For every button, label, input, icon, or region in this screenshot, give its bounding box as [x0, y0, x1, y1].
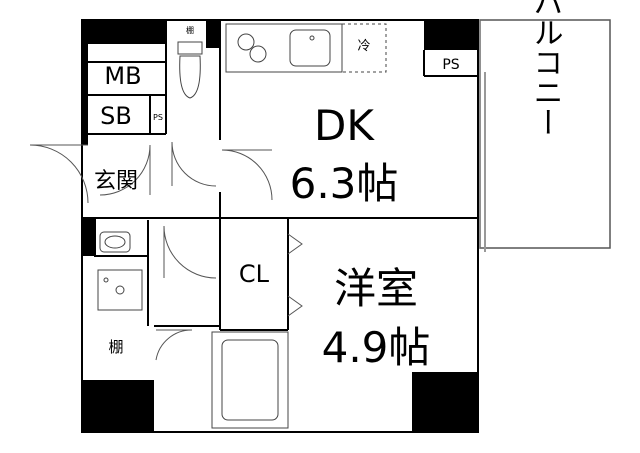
doors [29, 141, 303, 361]
fridge-label: 冷 [357, 39, 370, 54]
western-room-name: 洋室 [334, 264, 418, 313]
wash-basin [99, 231, 131, 253]
bathtub [211, 331, 289, 429]
sb-label: SB [100, 102, 132, 130]
balcony-label: バルコニー [528, 0, 563, 137]
balcony [479, 19, 611, 252]
washing-machine [97, 269, 143, 311]
outer-walls [81, 19, 479, 433]
ps-small-label: PS [153, 113, 163, 122]
western-room-size: 4.9帖 [322, 323, 431, 372]
closet-label: CL [239, 260, 270, 288]
ps-kitchen-label: PS [442, 57, 459, 73]
interior-walls [82, 20, 478, 331]
dk-size: 6.3帖 [290, 159, 399, 208]
shelf-left-label: 棚 [108, 338, 123, 356]
kitchen-counter [225, 23, 387, 73]
toilet [177, 41, 203, 99]
mb-label: MB [104, 62, 141, 90]
dk-name: DK [314, 101, 375, 150]
shelf-top-label: 棚 [186, 25, 194, 35]
entrance-label: 玄関 [94, 169, 138, 194]
